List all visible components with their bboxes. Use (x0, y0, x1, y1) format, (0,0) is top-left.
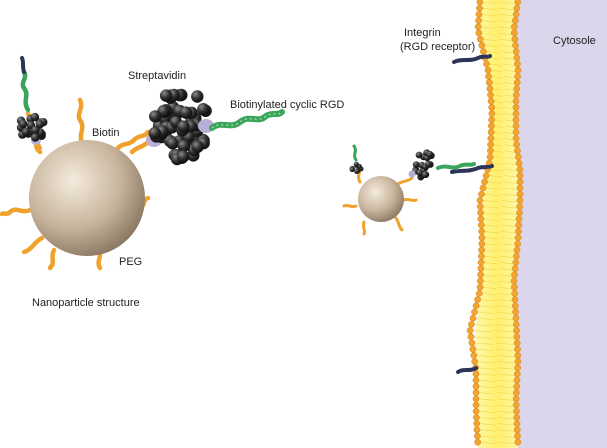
streptavidin-bead (35, 120, 45, 129)
integrin-receptor-top (452, 54, 492, 64)
streptavidin-bead (177, 150, 190, 163)
streptavidin-bead (179, 106, 193, 119)
streptavidin-bead (177, 139, 190, 153)
streptavidin-bead (31, 125, 40, 135)
streptavidin-bead (415, 151, 423, 159)
streptavidin-complex-small (16, 56, 48, 150)
streptavidin-bead (30, 112, 40, 122)
streptavidin-bead (21, 127, 31, 137)
streptavidin-bead (416, 169, 424, 177)
label-nanoparticle-structure: Nanoparticle structure (32, 297, 140, 309)
label-biotinylated-rgd: Biotinylated cyclic RGD (230, 99, 344, 111)
streptavidin-bead (18, 119, 28, 129)
streptavidin-bead (149, 110, 162, 123)
streptavidin-bead (191, 140, 204, 153)
integrin-receptor-bottom (456, 366, 478, 374)
streptavidin-bead (31, 133, 40, 142)
label-streptavidin: Streptavidin (128, 70, 186, 82)
streptavidin-bead (159, 89, 173, 102)
rgd-chain (209, 109, 285, 131)
lipid-heads (466, 0, 524, 446)
integrin-receptor-middle (450, 164, 494, 174)
streptavidin-bead (424, 160, 432, 168)
label-integrin: Integrin (404, 27, 441, 39)
streptavidin-bead (354, 168, 360, 174)
streptavidin-bead (421, 171, 429, 179)
streptavidin-bead (177, 120, 190, 133)
streptavidin-bead (426, 150, 434, 158)
large-nanoparticle (0, 56, 285, 271)
streptavidin-bead (353, 161, 359, 167)
label-rgd-receptor: (RGD receptor) (400, 41, 475, 53)
cell-membrane (473, 0, 521, 448)
nanoparticle-core (29, 140, 145, 256)
streptavidin-bead (412, 161, 420, 169)
streptavidin-bead (148, 126, 161, 140)
streptavidin-complex-large (129, 88, 285, 166)
small-nanoparticle (342, 144, 476, 236)
label-peg: PEG (119, 256, 142, 268)
streptavidin-bead (191, 90, 204, 103)
streptavidin-bead (349, 166, 355, 172)
labels: Streptavidin Biotin Biotinylated cyclic … (32, 27, 596, 309)
streptavidin-bead (197, 103, 210, 116)
label-biotin: Biotin (92, 127, 120, 139)
streptavidin-bead (166, 137, 179, 150)
label-cytosole: Cytosole (553, 35, 596, 47)
cytosol-region (514, 0, 607, 448)
